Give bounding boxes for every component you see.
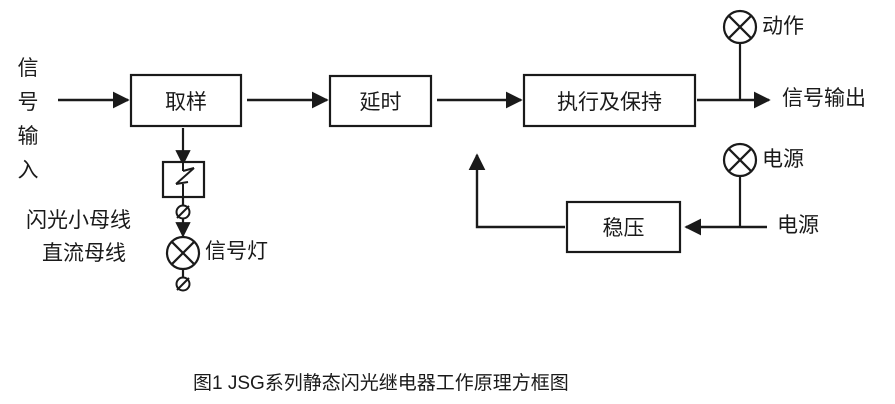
figure-caption: 图1 JSG系列静态闪光继电器工作原理方框图 [193, 373, 569, 394]
block-regulator-rect [565, 200, 682, 254]
label-power-source: 电源 [777, 214, 819, 237]
block-label-regulator: 稳压 [602, 217, 645, 240]
switch-contact-icon [175, 162, 195, 197]
label-signal-output: 信号输出 [782, 87, 866, 110]
block-execute-rect [522, 73, 697, 128]
label-dc-bus: 直流母线 [42, 242, 126, 265]
block-sampling-rect [129, 73, 243, 128]
lamp-signal-icon [165, 235, 201, 271]
label-signal-input-char-1: 号 [17, 91, 39, 114]
lamp-action-icon [722, 9, 758, 45]
lamp-power-icon [722, 142, 758, 178]
label-flash-bus: 闪光小母线 [26, 209, 131, 232]
label-signal-lamp: 信号灯 [205, 240, 268, 263]
label-signal-input-char-0: 信 [17, 57, 39, 80]
label-power-lamp: 电源 [762, 148, 804, 171]
terminal-icon-lower [175, 276, 191, 292]
label-action-lamp: 动作 [762, 15, 804, 38]
edge-regulator-feedback [468, 153, 565, 229]
block-delay-rect [328, 74, 433, 128]
block-label-delay: 延时 [359, 91, 402, 114]
label-signal-input-char-3: 入 [17, 159, 39, 182]
block-label-sampling: 取样 [165, 90, 207, 114]
label-signal-input-char-2: 输 [17, 125, 39, 148]
label-signal-input: 信 号 输 入 [14, 52, 42, 188]
terminal-icon-upper [175, 204, 191, 220]
block-label-execute: 执行及保持 [557, 90, 662, 114]
